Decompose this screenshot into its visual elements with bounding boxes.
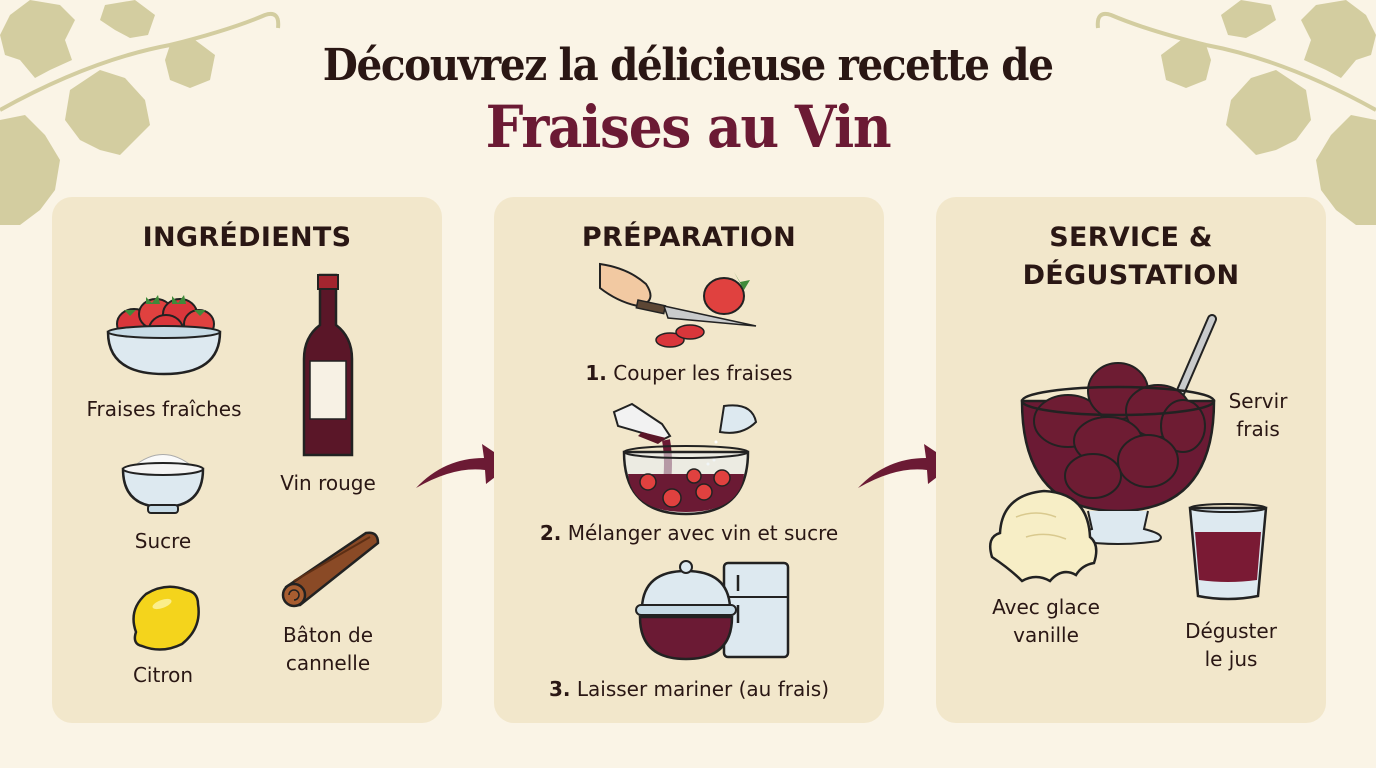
step-3-text: Laisser mariner (au frais) xyxy=(576,677,830,701)
step-2-number: 2. xyxy=(539,521,562,545)
strawberry-bowl-icon xyxy=(106,295,222,376)
service-label-ice-cream-2: vanille xyxy=(1013,623,1079,647)
service-title-line-2: DÉGUSTATION xyxy=(1022,260,1240,291)
ingredient-label-red-wine: Vin rouge xyxy=(280,471,376,495)
preparation-panel: PRÉPARATION 1. Couper les fraises 2. Mél… xyxy=(494,197,884,723)
glass-of-juice-icon xyxy=(1188,503,1268,601)
service-label-serve-cold-1: Servir xyxy=(1228,389,1288,413)
service-label-juice-1: Déguster xyxy=(1185,619,1277,643)
covered-bowl-fridge-icon xyxy=(635,560,790,661)
step-2-text: Mélanger avec vin et sucre xyxy=(567,521,839,545)
service-title-line-1: SERVICE & xyxy=(1049,222,1213,253)
sugar-bowl-icon xyxy=(121,454,205,514)
step-3-number: 3. xyxy=(548,677,571,701)
title-line-2-recipe-name: Fraises au Vin xyxy=(485,93,892,161)
title-line-1: Découvrez la délicieuse recette de xyxy=(323,40,1054,91)
ingredient-label-cinnamon-2: cannelle xyxy=(285,651,371,675)
service-label-ice-cream-1: Avec glace xyxy=(992,595,1100,619)
step-3: 3. Laisser mariner (au frais) xyxy=(494,675,884,703)
ingredients-panel: INGRÉDIENTS Fraises fraîches Vin rouge S… xyxy=(52,197,442,723)
service-label-serve-cold-2: frais xyxy=(1236,417,1280,441)
ingredients-title: INGRÉDIENTS xyxy=(142,222,352,253)
lemon-icon xyxy=(132,585,200,651)
ingredient-label-sugar: Sucre xyxy=(134,529,192,553)
arrow-right-icon xyxy=(416,444,512,488)
wine-bottle-icon xyxy=(302,273,354,457)
arrow-right-icon-2 xyxy=(858,444,954,488)
dessert-bowl-spoon-icon xyxy=(1020,314,1217,545)
ingredient-label-cinnamon-1: Bâton de xyxy=(282,623,374,647)
step-1-text: Couper les fraises xyxy=(613,361,793,385)
grape-vine-decoration-right xyxy=(1095,0,1376,225)
cinnamon-stick-icon xyxy=(281,531,380,608)
step-2: 2. Mélanger avec vin et sucre xyxy=(494,519,884,547)
ingredient-label-lemon: Citron xyxy=(132,663,194,687)
ingredient-label-strawberries: Fraises fraîches xyxy=(86,397,242,421)
vanilla-ice-cream-icon xyxy=(989,489,1098,583)
step-1: 1. Couper les fraises xyxy=(494,359,884,387)
grape-vine-decoration-left xyxy=(0,0,281,225)
mixing-bowl-icon xyxy=(612,402,758,516)
page-title: Découvrez la délicieuse recette de Frais… xyxy=(0,40,1376,161)
step-1-number: 1. xyxy=(585,361,607,385)
service-label-juice-2: le jus xyxy=(1204,647,1258,671)
knife-cutting-strawberry-icon xyxy=(599,262,757,348)
preparation-title: PRÉPARATION xyxy=(581,222,797,253)
service-panel: SERVICE & DÉGUSTATION Servir frais Avec … xyxy=(936,197,1326,723)
